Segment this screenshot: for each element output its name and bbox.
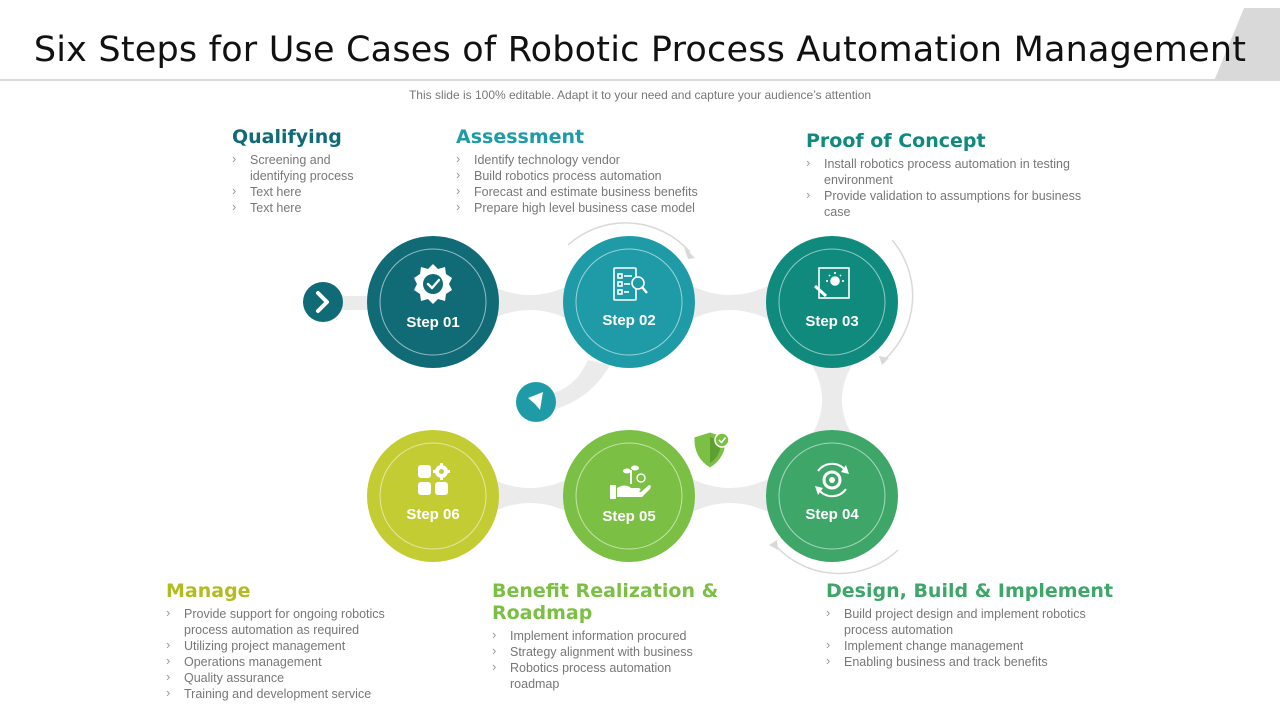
connector-3-4 — [812, 365, 852, 435]
design-build-title: Design, Build & Implement — [826, 580, 1114, 602]
assessment-list: Identify technology vendor Build robotic… — [456, 151, 746, 216]
proof-of-concept-block: Proof of Concept Install robotics proces… — [806, 130, 1106, 220]
list-item: Enabling business and track benefits — [826, 653, 1126, 670]
list-item: Prepare high level business case model — [456, 199, 746, 216]
step-circle-3 — [766, 236, 898, 368]
connectors — [335, 285, 852, 513]
list-item: Provide validation to assumptions for bu… — [806, 187, 1106, 220]
benefit-realization-list: Implement information procured Strategy … — [492, 627, 712, 692]
assessment-block: Assessment Identify technology vendor Bu… — [456, 126, 746, 216]
shield-check-icon — [693, 431, 730, 469]
gear-cycle-icon — [815, 462, 849, 498]
list-item: Implement information procured — [492, 627, 712, 644]
proof-of-concept-title: Proof of Concept — [806, 130, 986, 152]
step-label-3: Step 03 — [805, 313, 859, 330]
list-item: Install robotics process automation in t… — [806, 155, 1106, 188]
qualifying-list: Screening and identifying process Text h… — [232, 151, 382, 216]
turn-arrow-icon — [516, 382, 556, 422]
hand-growth-icon — [610, 465, 651, 499]
list-item: Text here — [232, 199, 382, 216]
list-item: Build robotics process automation — [456, 167, 746, 184]
list-item: Implement change management — [826, 637, 1126, 654]
list-item: Training and development service — [166, 685, 426, 702]
list-item: Screening and identifying process — [232, 151, 382, 184]
arc-step2 — [567, 222, 691, 253]
manage-block: Manage Provide support for ongoing robot… — [166, 580, 426, 702]
page-title: Six Steps for Use Cases of Robotic Proce… — [33, 30, 1247, 70]
assessment-title: Assessment — [456, 126, 585, 148]
qualifying-block: Qualifying Screening and identifying pro… — [232, 126, 382, 216]
benefit-realization-block: Benefit Realization & Roadmap Implement … — [492, 580, 792, 692]
list-item: Build project design and implement robot… — [826, 605, 1126, 638]
list-item: Provide support for ongoing robotics pro… — [166, 605, 426, 638]
list-item: Quality assurance — [166, 669, 426, 686]
connector-start — [335, 296, 372, 310]
connector-2-3 — [690, 285, 770, 320]
step-label-2: Step 02 — [602, 312, 656, 329]
connector-5-4 — [690, 478, 770, 513]
arc-step4 — [774, 544, 899, 575]
checklist-search-icon — [613, 267, 648, 301]
step-label-6: Step 06 — [406, 506, 460, 523]
manage-list: Provide support for ongoing robotics pro… — [166, 605, 426, 702]
list-item: Operations management — [166, 653, 426, 670]
list-item: Identify technology vendor — [456, 151, 746, 168]
chevron-right-icon — [303, 282, 343, 322]
design-build-block: Design, Build & Implement Build project … — [826, 580, 1126, 670]
flow-arcs — [567, 222, 914, 575]
idea-board-icon — [813, 267, 850, 299]
step-label-5: Step 05 — [602, 508, 656, 525]
proof-of-concept-list: Install robotics process automation in t… — [806, 155, 1106, 220]
list-item: Utilizing project management — [166, 637, 426, 654]
step-label-4: Step 04 — [805, 506, 859, 523]
gear-check-icon — [414, 264, 452, 304]
title-underline — [0, 79, 1225, 81]
step-label-1: Step 01 — [406, 314, 460, 331]
connector-1-2 — [490, 285, 570, 320]
benefit-realization-title: Benefit Realization & Roadmap — [492, 580, 719, 624]
list-item: Forecast and estimate business benefits — [456, 183, 746, 200]
apps-gear-icon — [418, 463, 450, 495]
list-item: Strategy alignment with business — [492, 643, 712, 660]
arc-step3 — [883, 239, 914, 361]
qualifying-title: Qualifying — [232, 126, 342, 148]
step-circle-2 — [563, 236, 695, 368]
manage-title: Manage — [166, 580, 251, 602]
step-circle-6 — [367, 430, 499, 562]
design-build-list: Build project design and implement robot… — [826, 605, 1126, 670]
list-item: Text here — [232, 183, 382, 200]
list-item: Robotics process automation roadmap — [492, 659, 712, 692]
connector-2-turn — [545, 360, 610, 410]
page-subtitle: This slide is 100% editable. Adapt it to… — [408, 88, 872, 102]
connector-6-5 — [490, 478, 570, 513]
